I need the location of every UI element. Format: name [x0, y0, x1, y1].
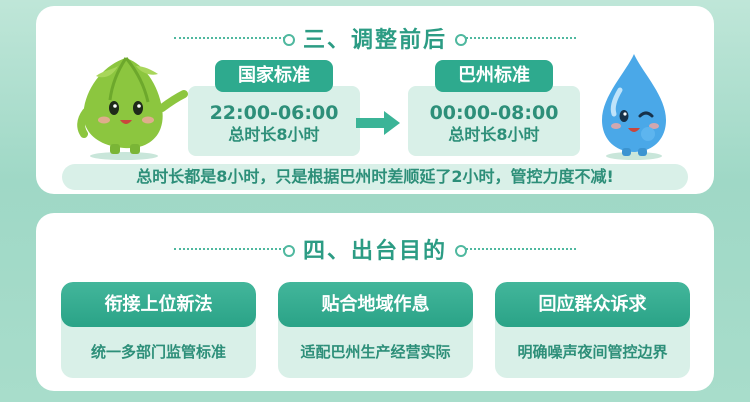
section-title-text: 四、出台目的	[302, 239, 447, 264]
purpose-card-desc: 适配巴州生产经营实际	[300, 343, 451, 361]
purpose-card-title: 回应群众诉求	[495, 282, 690, 327]
purpose-card-title: 贴合地域作息	[278, 282, 473, 327]
bazhou-standard-card: 巴州标准 00:00-08:00 总时长8小时	[408, 60, 580, 156]
purpose-card-title: 衔接上位新法	[61, 282, 256, 327]
national-standard-duration: 总时长8小时	[228, 125, 320, 144]
title-divider-right	[455, 245, 576, 257]
bazhou-standard-duration: 总时长8小时	[448, 125, 540, 144]
green-mascot-icon	[77, 57, 188, 160]
bazhou-standard-time: 00:00-08:00	[429, 102, 559, 124]
title-divider-right	[455, 34, 576, 46]
national-standard-card: 国家标准 22:00-06:00 总时长8小时	[188, 60, 360, 156]
bazhou-standard-tag: 巴州标准	[435, 60, 553, 92]
section-title-purpose: 四、出台目的	[36, 233, 714, 265]
arrow-right-icon	[356, 111, 400, 135]
purpose-card: 衔接上位新法 统一多部门监管标准	[61, 282, 256, 378]
title-divider-left	[173, 245, 295, 257]
adjustment-panel: 三、调整前后 国家标准 22:00-06:00 总时长8小时 巴州标准 00:0…	[36, 6, 714, 194]
national-standard-time: 22:00-06:00	[209, 102, 339, 124]
purpose-card: 回应群众诉求 明确噪声夜间管控边界	[495, 282, 690, 378]
purpose-card-desc: 明确噪声夜间管控边界	[517, 343, 668, 361]
purpose-panel: 四、出台目的 衔接上位新法 统一多部门监管标准 贴合地域作息 适配巴州生产经营实…	[36, 213, 714, 391]
title-divider-left	[173, 34, 295, 46]
water-drop-mascot-icon	[602, 54, 666, 160]
section-title-text: 三、调整前后	[302, 28, 447, 53]
purpose-card: 贴合地域作息 适配巴州生产经营实际	[278, 282, 473, 378]
purpose-card-desc: 统一多部门监管标准	[90, 343, 226, 361]
adjustment-note: 总时长都是8小时，只是根据巴州时差顺延了2小时，管控力度不减!	[62, 164, 688, 190]
section-title-adjustment: 三、调整前后	[36, 22, 714, 54]
national-standard-tag: 国家标准	[215, 60, 333, 92]
